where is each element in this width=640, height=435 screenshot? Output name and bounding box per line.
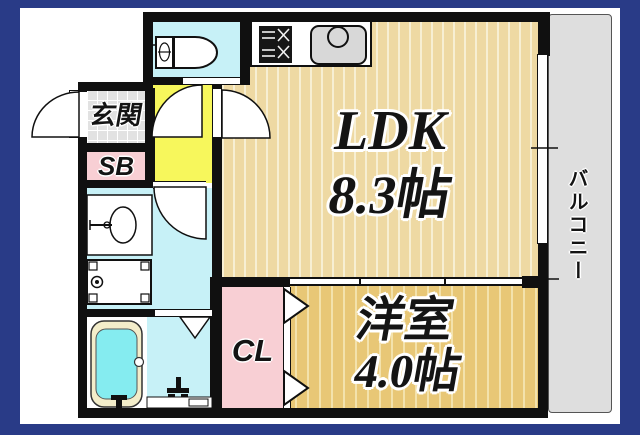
toilet-door-opening	[183, 77, 240, 85]
wall-top-right-stub	[538, 12, 550, 56]
washroom-floor	[85, 188, 212, 311]
entrance-door-leaf	[69, 90, 79, 138]
wall-divider-stub	[522, 276, 548, 288]
wall-sb-top	[78, 143, 153, 152]
kitchen-counter	[250, 20, 372, 67]
toilet-room-floor	[153, 22, 240, 77]
balcony-label: バルコニー	[565, 167, 587, 283]
wall-entrance-top	[78, 82, 153, 91]
wall-spine-mid	[212, 138, 222, 279]
bath-door-opening	[155, 309, 212, 317]
bathroom-floor	[147, 317, 212, 408]
sliding-door-divider	[290, 277, 522, 286]
entrance-label: 玄関	[87, 101, 145, 130]
closet-label: CL	[231, 333, 274, 368]
western-room-label: 洋室	[352, 294, 458, 347]
wall-top	[143, 12, 550, 22]
wall-bottom	[78, 408, 548, 418]
divider-tick-2	[444, 277, 446, 286]
wall-entrance-east	[145, 88, 155, 186]
wall-closet-top	[210, 277, 290, 287]
western-room-floor	[283, 285, 538, 408]
ldk-door-leaf	[212, 88, 222, 138]
closet-area	[222, 287, 283, 408]
wall-toilet-west	[143, 12, 153, 85]
wall-left-lower	[78, 137, 87, 418]
western-room-size-label: 4.0帖	[350, 346, 466, 398]
wall-bath-top	[78, 309, 155, 317]
shoe-box-label: SB	[97, 151, 135, 181]
shoe-box-area	[87, 152, 145, 182]
hallway-floor	[153, 75, 212, 183]
wall-sb-bottom	[78, 180, 153, 188]
balcony-area	[548, 14, 612, 413]
bathroom-tub-floor	[85, 317, 147, 408]
ldk-size-label: 8.3帖	[323, 165, 457, 225]
washroom-door-opening	[153, 181, 206, 189]
wall-right-lower	[538, 243, 548, 418]
wall-spine-low	[210, 279, 222, 418]
wall-toilet-east	[240, 12, 250, 85]
closet-door-track	[283, 287, 291, 408]
wall-toilet-south	[143, 77, 183, 85]
divider-tick-1	[359, 277, 361, 286]
ldk-label: LDK	[334, 100, 446, 162]
entrance-floor	[87, 90, 145, 143]
window-right	[537, 54, 548, 244]
